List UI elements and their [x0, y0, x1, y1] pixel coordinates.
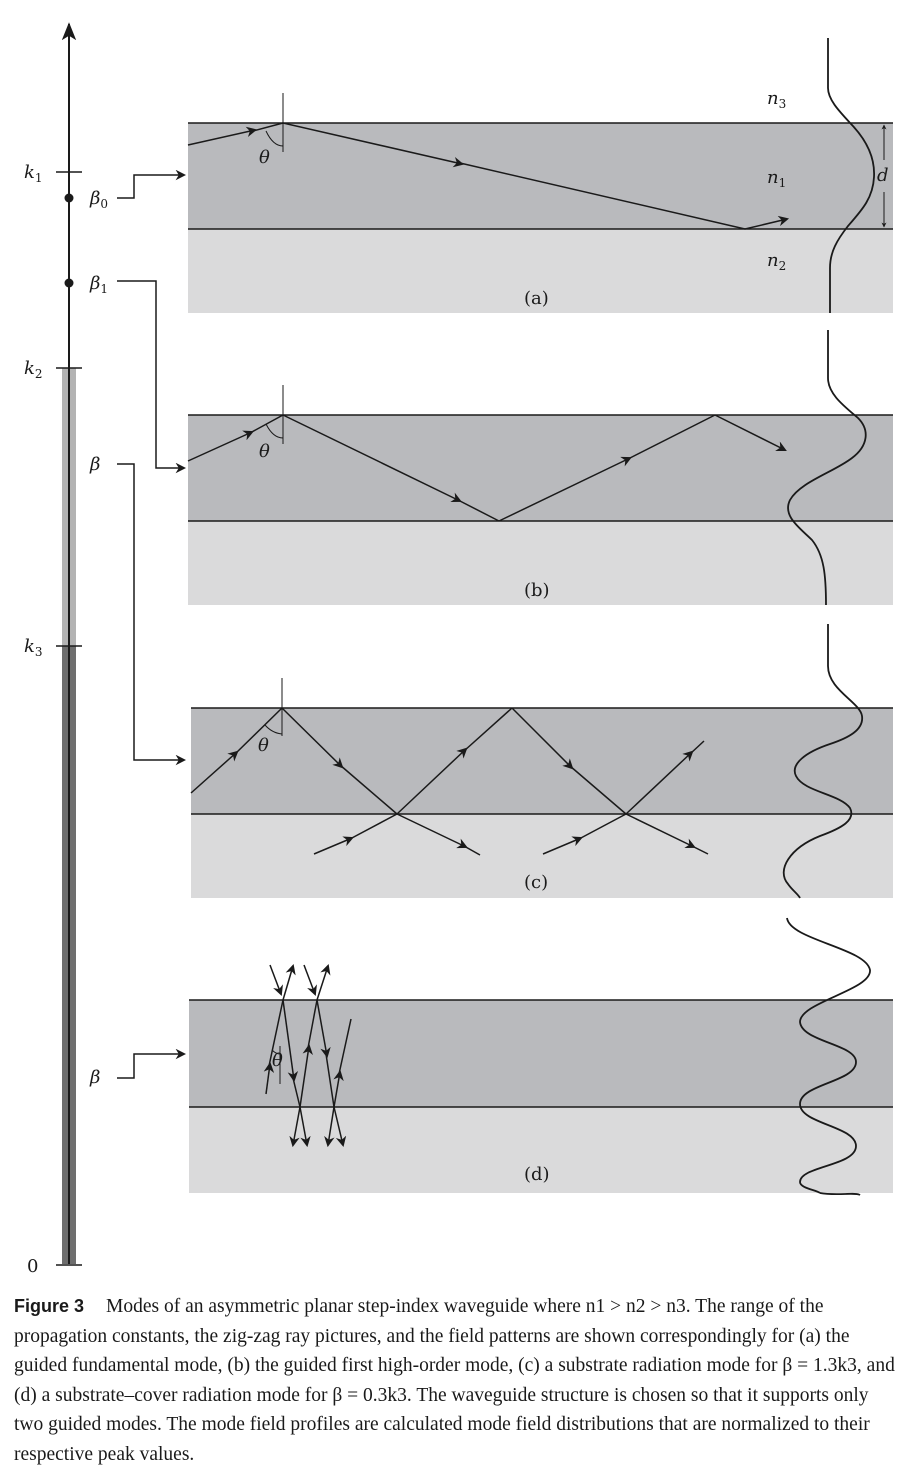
panel-d-substrate-cover-radiation: θ (d)	[189, 917, 893, 1196]
panel-label-c: (c)	[524, 872, 548, 893]
figure-label: Figure 3	[14, 1296, 85, 1316]
beta-d-label: β	[89, 1067, 100, 1088]
beta0-label: β0	[89, 188, 108, 211]
waveguide-mode-figure: k1 k2 k3 0 β0 β1 β β θ n3 n1 n2 d (a)	[24, 22, 893, 1277]
panel-label-a: (a)	[524, 288, 549, 309]
angle-label-a: θ	[259, 147, 270, 168]
beta-c-label: β	[89, 454, 100, 475]
panel-label-d: (d)	[524, 1164, 550, 1185]
caption-text: Modes of an asymmetric planar step-index…	[14, 1296, 895, 1465]
angle-label-c: θ	[258, 735, 269, 756]
cover-index-label: n3	[767, 88, 786, 111]
core-index-label: n1	[767, 167, 786, 190]
propagation-axis: k1 k2 k3 0 β0 β1 β β	[24, 22, 187, 1277]
panel-b-guided-first-order: θ (b)	[187, 330, 893, 606]
panel-label-b: (b)	[524, 580, 550, 601]
tick-label-zero: 0	[27, 1256, 38, 1277]
angle-label-b: θ	[259, 441, 270, 462]
tick-label-k3: k3	[24, 636, 43, 659]
panel-c-substrate-radiation: θ (c)	[190, 624, 893, 899]
angle-label-d: θ	[272, 1050, 283, 1071]
tick-label-k1: k1	[24, 162, 43, 185]
tick-label-k2: k2	[24, 358, 43, 381]
thickness-label: d	[877, 165, 889, 186]
panel-a-guided-fundamental: θ n3 n1 n2 d (a)	[187, 38, 893, 313]
beta1-label: β1	[89, 273, 108, 296]
substrate-index-label: n2	[767, 250, 786, 273]
